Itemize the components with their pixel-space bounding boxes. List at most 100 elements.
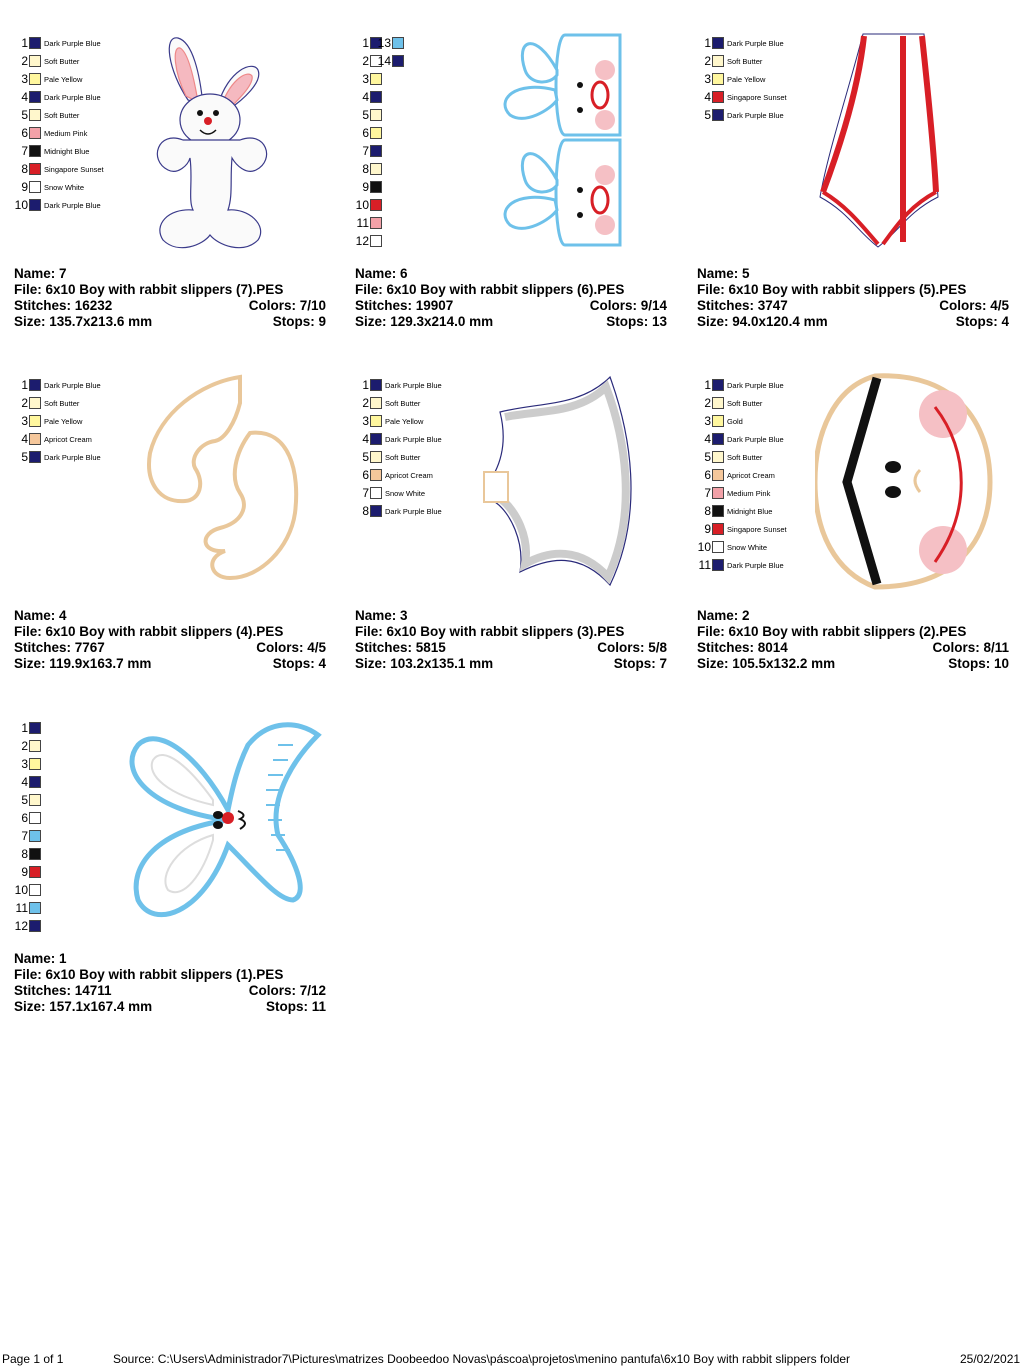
color-swatch: [712, 37, 724, 49]
design-name: Name: 1: [14, 951, 67, 966]
color-name: Dark Purple Blue: [727, 38, 784, 48]
color-name: Dark Purple Blue: [727, 110, 784, 120]
color-name: Soft Butter: [727, 56, 763, 66]
color-name: Soft Butter: [385, 452, 421, 462]
color-row: 1: [355, 34, 385, 52]
color-swatch: [29, 794, 41, 806]
design-name: Name: 4: [14, 608, 67, 623]
color-row: 11: [14, 899, 44, 917]
color-row: 1: [14, 719, 44, 737]
color-name: Dark Purple Blue: [385, 434, 442, 444]
color-name: Apricot Cream: [385, 470, 433, 480]
color-number: 6: [21, 126, 28, 140]
color-number: 3: [21, 72, 28, 86]
design-file: File: 6x10 Boy with rabbit slippers (5).…: [697, 282, 967, 297]
color-row: 3: [14, 755, 44, 773]
color-swatch: [29, 415, 41, 427]
color-swatch: [712, 559, 724, 571]
design-stops: Stops: 9: [272, 314, 326, 329]
slipper-top-design-image: [503, 33, 622, 247]
color-swatch: [29, 866, 41, 878]
color-number: 12: [355, 234, 369, 248]
design-stops: Stops: 4: [272, 656, 326, 671]
color-swatch: [370, 37, 382, 49]
color-row: 8: [355, 160, 385, 178]
color-row: 12: [355, 232, 385, 250]
color-number: 8: [362, 162, 369, 176]
color-name: Soft Butter: [385, 398, 421, 408]
design-colors: Colors: 5/8: [597, 640, 667, 655]
color-number: 11: [698, 558, 711, 572]
color-name: Medium Pink: [727, 488, 771, 498]
color-name: Dark Purple Blue: [44, 452, 101, 462]
design-colors: Colors: 4/5: [939, 298, 1009, 313]
color-swatch: [29, 37, 41, 49]
color-row: 6: [14, 809, 44, 827]
color-number: 4: [362, 432, 369, 446]
color-number: 2: [21, 54, 28, 68]
color-swatch: [29, 451, 41, 463]
color-row: 10: [14, 881, 44, 899]
design-stitches: Stitches: 14711: [14, 983, 112, 998]
color-name: Snow White: [385, 488, 426, 498]
color-number: 4: [21, 90, 28, 104]
color-swatch: [29, 740, 41, 752]
color-name: Medium Pink: [44, 128, 88, 138]
color-number: 1: [21, 36, 28, 50]
design-stitches: Stitches: 19907: [355, 298, 454, 313]
color-number: 2: [21, 739, 28, 753]
color-swatch: [370, 73, 382, 85]
color-swatch: [370, 109, 382, 121]
color-swatch: [712, 379, 724, 391]
color-number: 7: [21, 829, 28, 843]
color-number: 5: [362, 450, 369, 464]
color-row: 2: [355, 52, 385, 70]
color-number: 1: [704, 378, 711, 392]
color-swatch: [712, 397, 724, 409]
color-swatch: [370, 451, 382, 463]
color-swatch: [29, 91, 41, 103]
color-number: 8: [21, 162, 28, 176]
color-number: 7: [21, 144, 28, 158]
design-size: Size: 135.7x213.6 mm: [14, 314, 153, 329]
color-swatch: [370, 487, 382, 499]
color-row: 11: [355, 214, 385, 232]
color-number: 10: [355, 198, 369, 212]
color-number: 5: [704, 108, 711, 122]
color-number: 6: [21, 811, 28, 825]
color-row: 4: [14, 773, 44, 791]
design-size: Size: 129.3x214.0 mm: [355, 314, 494, 329]
color-swatch: [29, 127, 41, 139]
color-row: 5 Dark Purple Blue: [697, 106, 787, 124]
color-name: Soft Butter: [727, 398, 763, 408]
color-swatch: [29, 181, 41, 193]
color-number: 2: [704, 396, 711, 410]
color-row: 8: [14, 845, 44, 863]
design-file: File: 6x10 Boy with rabbit slippers (2).…: [697, 624, 967, 639]
color-name: Dark Purple Blue: [727, 560, 784, 570]
color-number: 3: [362, 414, 369, 428]
design-size: Size: 94.0x120.4 mm: [697, 314, 828, 329]
color-swatch: [370, 433, 382, 445]
color-number: 10: [14, 883, 28, 897]
design-stops: Stops: 11: [265, 999, 326, 1014]
color-swatch: [370, 469, 382, 481]
color-number: 2: [704, 54, 711, 68]
design-name: Name: 7: [14, 266, 67, 281]
